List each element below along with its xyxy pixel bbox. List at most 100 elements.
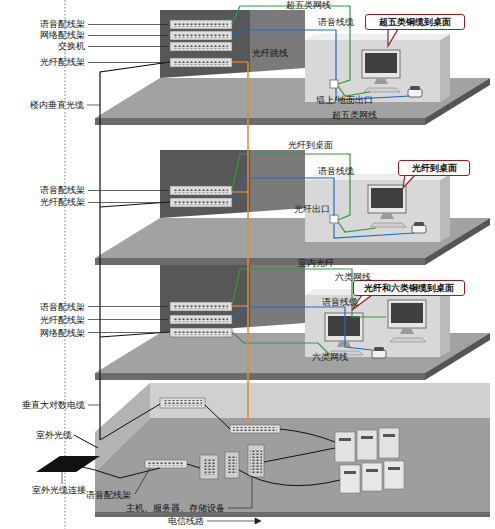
floor-1	[408, 86, 422, 97]
part-label: 室内光纤	[298, 258, 334, 268]
basement-room	[339, 438, 351, 441]
part-label: 室外光缆连接	[32, 485, 86, 495]
floor-2	[232, 154, 414, 238]
callout-tail	[403, 175, 415, 188]
basement-room	[344, 471, 356, 474]
leader-line	[88, 405, 100, 406]
floor-1	[170, 31, 232, 40]
part-label: 室外光缆	[36, 430, 72, 440]
part-label: 超五类网线	[286, 0, 331, 10]
basement-room	[160, 398, 205, 408]
basement-room	[233, 427, 277, 431]
basement-room	[388, 467, 400, 470]
basement-room	[203, 459, 215, 475]
basement-room	[150, 383, 490, 418]
floor-1	[170, 58, 232, 67]
floor-3	[170, 315, 232, 324]
leader-line	[207, 521, 255, 522]
floor-2	[95, 150, 490, 265]
part-label: 六类网线	[335, 272, 371, 282]
part-label: 六类网线	[312, 352, 348, 362]
part-label: 墙上/地面出口	[316, 95, 373, 105]
basement-room	[36, 456, 100, 472]
floor-3	[232, 269, 386, 355]
leader-line	[135, 468, 150, 494]
basement-room	[384, 461, 404, 489]
part-label: 光纤配线架	[40, 197, 85, 207]
part-label: 电信线路	[168, 516, 204, 526]
part-label: 楼内垂直光缆	[30, 100, 84, 110]
basement-room	[95, 418, 490, 512]
floor-1	[170, 20, 232, 29]
basement-room	[36, 383, 490, 517]
floor-3	[95, 265, 490, 380]
basement-room	[357, 430, 377, 460]
part-label: 语音配线架	[86, 490, 131, 500]
riser-cables	[100, 62, 248, 440]
basement-room	[148, 462, 184, 466]
basement-room	[74, 435, 98, 448]
part-label: 交换机	[58, 41, 85, 51]
callout-text: 光纤到桌面	[402, 163, 466, 173]
basement-room	[70, 464, 160, 478]
part-label: 光纤配线架	[40, 315, 85, 325]
floor-2	[95, 150, 490, 265]
leader-line	[88, 332, 168, 333]
basement-room	[362, 463, 382, 491]
callout-box: 超五类铜缆到桌面	[365, 14, 465, 30]
part-label: 语音配线架	[40, 185, 85, 195]
leader-line	[88, 35, 168, 36]
part-label: 垂直大对数电缆	[22, 400, 85, 410]
basement-room	[205, 405, 230, 429]
floor-2	[232, 191, 248, 192]
leader-line	[62, 25, 261, 525]
basement-room	[366, 469, 378, 472]
leader-line	[88, 319, 168, 320]
leader-line	[62, 472, 63, 484]
basement-room	[264, 448, 335, 462]
basement-room	[340, 465, 360, 493]
basement-room	[70, 404, 340, 486]
callout-text: 光纤和六类铜缆到桌面	[357, 283, 461, 293]
part-label: 光纤配线架	[40, 57, 85, 67]
basement-room	[250, 449, 262, 473]
basement-room	[200, 455, 218, 479]
floor-1	[338, 86, 370, 96]
part-label: 语音配线架	[40, 302, 85, 312]
callout-box: 光纤和六类铜缆到桌面	[353, 280, 465, 296]
part-label: 网络配线架	[40, 30, 85, 40]
floor-3	[170, 328, 232, 337]
callout-tail	[388, 29, 398, 46]
riser-cables	[247, 62, 249, 425]
leader-line	[255, 518, 261, 524]
floor-1	[95, 6, 490, 125]
floor-1	[330, 80, 338, 88]
floor-1	[232, 61, 248, 62]
floor-3	[170, 302, 232, 311]
floor-3	[95, 265, 490, 380]
basement-room	[361, 436, 373, 439]
basement-room	[100, 404, 160, 440]
floor-2	[232, 154, 350, 220]
part-label: 网络配线架	[40, 328, 85, 338]
part-label: 光纤出口	[294, 204, 330, 214]
basement-room	[163, 400, 202, 406]
basement-room	[379, 428, 399, 458]
basement-room	[230, 425, 280, 433]
floor-3	[232, 307, 372, 350]
basement-room	[383, 434, 395, 437]
part-label: 超五类网线	[332, 110, 377, 120]
floor-1	[95, 10, 490, 125]
part-label: 主机、服务器、存储设备	[126, 503, 225, 513]
part-label: 语音线缆	[318, 166, 354, 176]
leader-line	[88, 306, 168, 307]
leader-line	[228, 478, 252, 508]
callout-text: 超五类铜缆到桌面	[369, 17, 461, 27]
floor-3	[372, 347, 386, 358]
floor-2	[334, 224, 414, 238]
leader-line	[88, 202, 168, 203]
callout-box: 光纤到桌面	[398, 160, 470, 176]
dotted-divider	[65, 0, 66, 529]
